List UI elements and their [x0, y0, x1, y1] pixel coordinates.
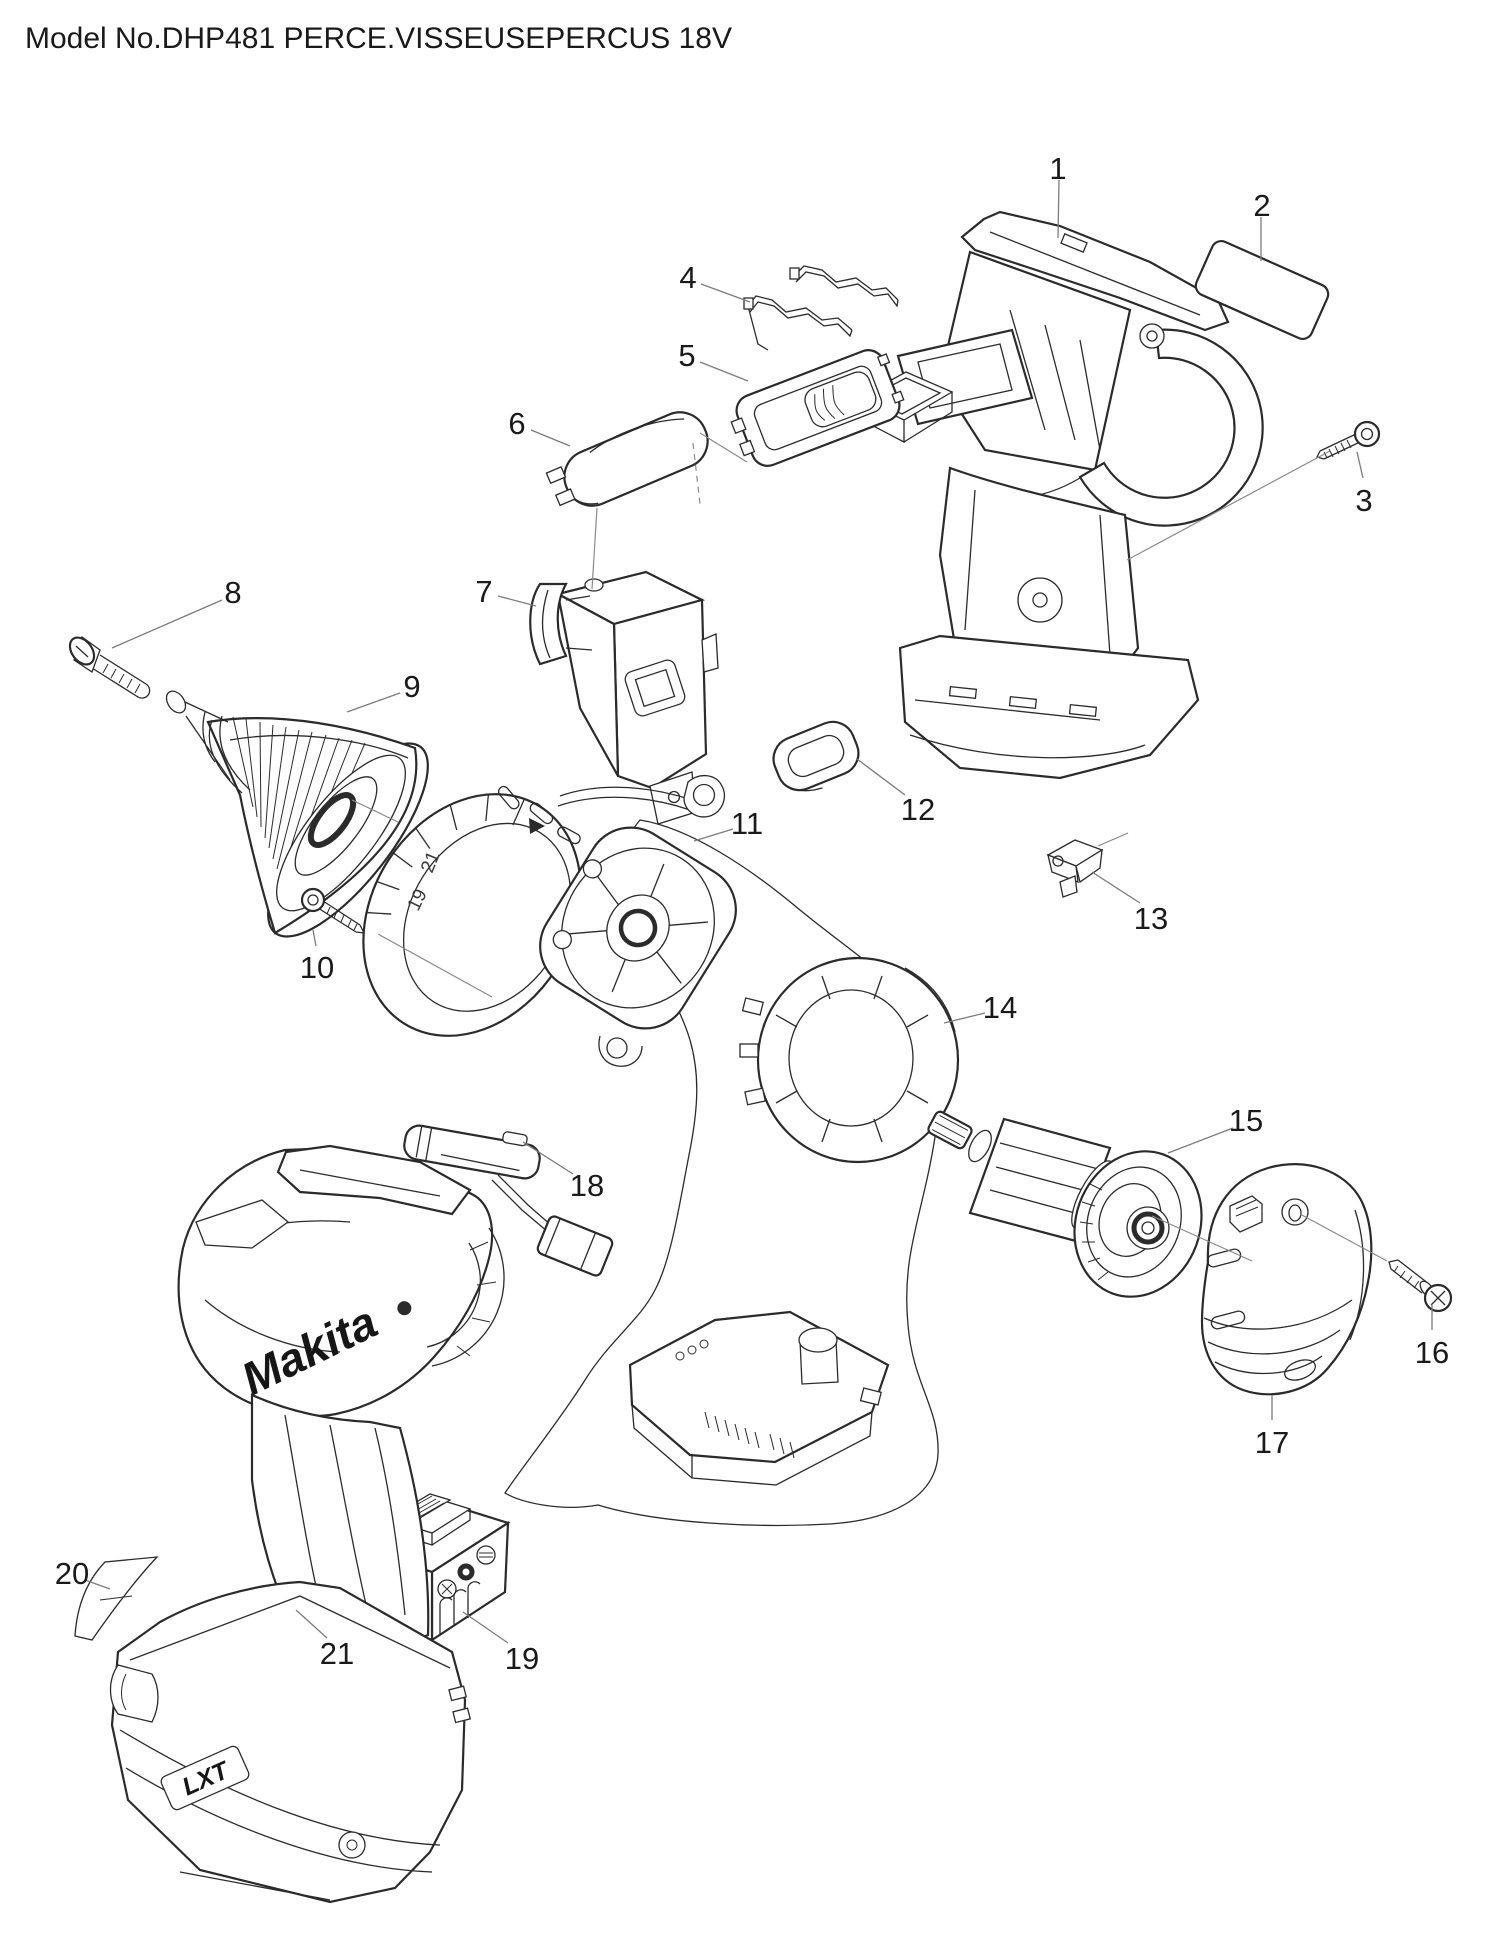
leader-line-9 — [346, 692, 401, 713]
callout-label-5[interactable]: 5 — [678, 338, 695, 373]
callout-label-20[interactable]: 20 — [55, 1556, 89, 1591]
leader-line-13 — [1091, 871, 1141, 904]
assembly-line-7 — [699, 432, 748, 463]
part-3-screw-drawing — [1316, 420, 1381, 460]
leader-line-18 — [522, 1141, 574, 1175]
part-11-gear-assembly-drawing: 21 19 — [362, 775, 737, 1067]
part-21-handle-assembly-drawing: Makita LXT — [109, 1144, 505, 1904]
callout-label-8[interactable]: 8 — [224, 575, 241, 610]
part-4-lead-wires-drawing — [743, 265, 899, 351]
callout-label-9[interactable]: 9 — [403, 669, 420, 704]
part-2-name-plate-drawing — [1194, 239, 1330, 341]
part-9-chuck-drawing — [165, 690, 429, 938]
callout-label-14[interactable]: 14 — [983, 990, 1017, 1025]
clutch-arrow-marker — [529, 818, 545, 834]
callout-label-13[interactable]: 13 — [1134, 901, 1168, 936]
part-7-switch-drawing — [529, 570, 719, 825]
part-20-label-strip-drawing — [74, 1556, 159, 1641]
assembly-line-3 — [377, 933, 493, 998]
assembly-line-6 — [1097, 832, 1129, 847]
leader-line-8 — [111, 599, 223, 649]
callout-label-12[interactable]: 12 — [901, 792, 935, 827]
leader-line-6 — [530, 429, 571, 447]
callout-label-21[interactable]: 21 — [320, 1636, 354, 1671]
part-14-stator-drawing — [739, 956, 960, 1164]
callout-label-10[interactable]: 10 — [300, 950, 334, 985]
part-10-screw-drawing — [300, 887, 366, 934]
part-8-chuck-screw-drawing — [68, 635, 151, 699]
assembly-lines — [351, 432, 1388, 1262]
assembly-line-1 — [1126, 450, 1331, 561]
assembly-line-5 — [1299, 1213, 1388, 1262]
assembly-line-4 — [1151, 1215, 1253, 1262]
leader-line-10 — [312, 929, 317, 947]
part-18-change-lever-drawing — [403, 1124, 614, 1277]
leader-line-1 — [1057, 179, 1060, 239]
callout-label-4[interactable]: 4 — [679, 260, 696, 295]
callout-label-1[interactable]: 1 — [1049, 151, 1066, 186]
leader-line-14 — [943, 1012, 986, 1024]
callout-label-19[interactable]: 19 — [505, 1641, 539, 1676]
leader-line-20 — [84, 1579, 111, 1590]
callout-label-2[interactable]: 2 — [1253, 188, 1270, 223]
part-16-screw-drawing — [1388, 1259, 1453, 1313]
assembly-line-8 — [591, 507, 598, 590]
leader-line-4 — [700, 283, 751, 303]
assembly-line-2 — [351, 799, 399, 823]
part-17-rear-cover-drawing — [1200, 1163, 1373, 1396]
leader-line-7 — [497, 595, 537, 607]
callout-label-6[interactable]: 6 — [508, 406, 525, 441]
callout-label-15[interactable]: 15 — [1229, 1103, 1263, 1138]
leader-line-21 — [295, 1609, 328, 1639]
leader-line-5 — [699, 361, 749, 382]
part-6-lamp-cover-drawing — [545, 411, 709, 507]
callout-label-7[interactable]: 7 — [475, 574, 492, 609]
leader-line-3 — [1356, 451, 1364, 479]
part-13-clip-drawing — [1046, 839, 1104, 898]
part-15-rotor-drawing — [927, 1110, 1203, 1298]
part-5-switch-cover-drawing — [730, 349, 905, 467]
callout-label-3[interactable]: 3 — [1355, 483, 1372, 518]
callout-label-16[interactable]: 16 — [1415, 1335, 1449, 1370]
controller-pcb-drawing — [628, 1310, 890, 1486]
part-1-housing-right-drawing — [896, 210, 1264, 780]
callout-label-11[interactable]: 11 — [731, 806, 763, 841]
page-title: Model No.DHP481 PERCE.VISSEUSEPERCUS 18V — [25, 22, 732, 55]
callout-label-17[interactable]: 17 — [1255, 1425, 1289, 1460]
part-12-grommet-drawing — [772, 720, 860, 792]
leader-line-19 — [462, 1611, 509, 1644]
leader-line-11 — [693, 828, 734, 842]
leader-line-15 — [1167, 1127, 1234, 1154]
leader-line-12 — [856, 758, 906, 796]
callout-label-18[interactable]: 18 — [570, 1168, 604, 1203]
